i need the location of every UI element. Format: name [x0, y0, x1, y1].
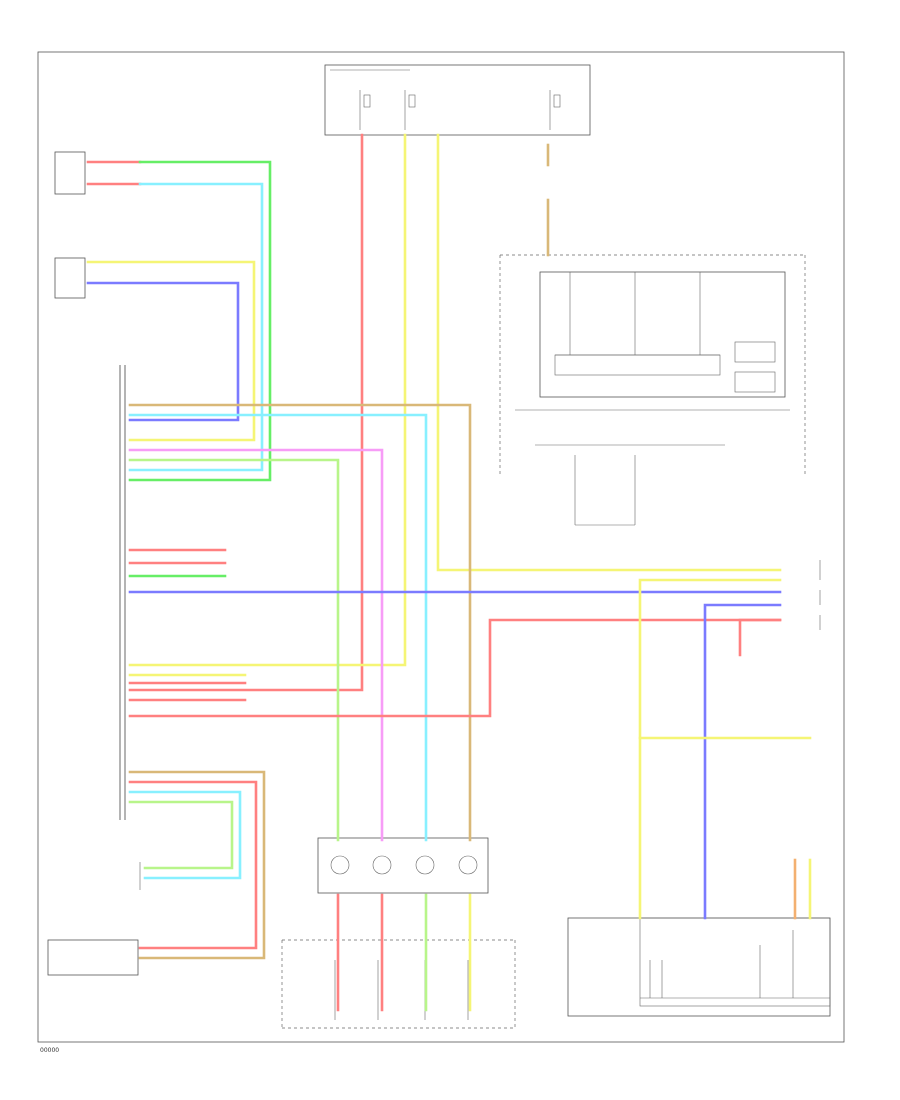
footer-code: 00000 — [40, 1047, 59, 1054]
wire-yellow-mid-sensor — [86, 260, 256, 442]
left-impact-sensor — [47, 939, 139, 976]
wire-red-fuse — [128, 133, 364, 692]
wire-yellow-fuse — [128, 133, 407, 667]
passenger-sensor-middle — [54, 257, 86, 299]
wire-top-sensor-red — [86, 160, 142, 186]
fuse-box-top — [324, 64, 591, 136]
wire-cyan-top — [128, 182, 264, 472]
control-module-upper-right — [499, 254, 806, 526]
wire-green-top — [128, 160, 272, 482]
wire-blue-right — [703, 603, 782, 920]
diagram-border — [37, 51, 845, 1043]
wire-yellow-fuse-b — [436, 133, 782, 572]
wire-red-right — [738, 618, 782, 657]
occupant-module — [567, 917, 831, 1017]
wire-cyan-long — [128, 413, 428, 842]
wire-lightgreen-long — [128, 458, 340, 842]
wire-bottom-verticals — [336, 893, 472, 1012]
wire-tan-long — [128, 403, 472, 842]
wire-yellow-right-vertical — [638, 578, 782, 920]
wire-red-across — [128, 618, 782, 718]
passenger-sensor-top — [54, 151, 86, 195]
wire-blue-mid-sensor — [86, 281, 240, 422]
indicator-module — [317, 837, 489, 894]
bottom-sensor-area — [281, 939, 516, 1029]
wire-orange-pair — [793, 858, 812, 920]
srs-unit-connector — [119, 365, 126, 820]
wire-bottom-left-harness — [128, 770, 266, 960]
wire-pink-long — [128, 448, 384, 842]
wire-stubs — [128, 548, 247, 702]
